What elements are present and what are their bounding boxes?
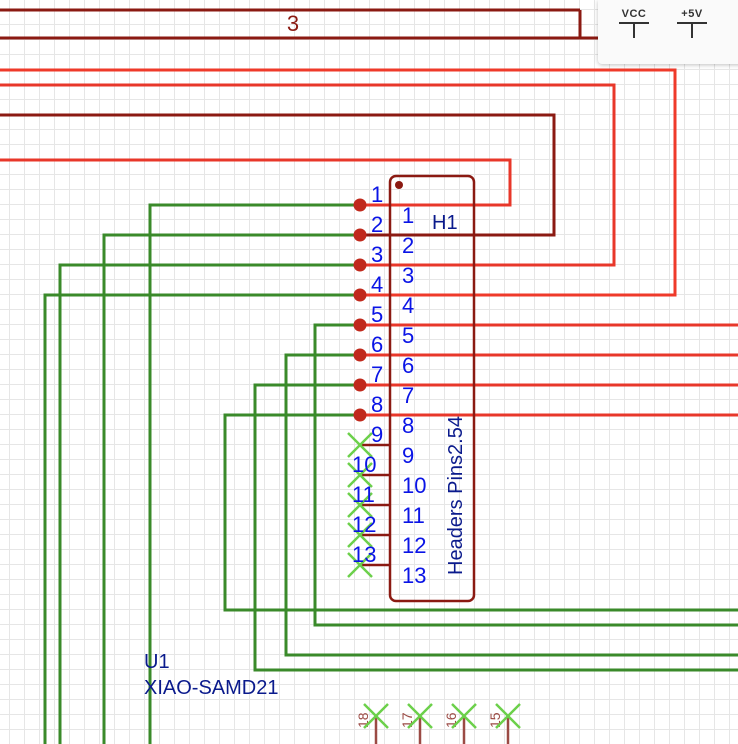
u1-pin-number: 18: [355, 712, 371, 728]
5v-power-symbol[interactable]: +5V: [672, 8, 712, 38]
pin-label-inner: 10: [402, 473, 426, 498]
no-connect-stroke: [407, 703, 433, 729]
green-wire-pin6[interactable]: [284, 353, 738, 657]
no-connect-stroke: [363, 703, 389, 729]
no-connect-icon: [347, 492, 373, 518]
u1-pin-number: 17: [399, 712, 415, 728]
5v-stem: [691, 24, 693, 38]
pin-label-inner: 6: [402, 353, 414, 378]
pin-label-inner: 1: [402, 203, 414, 228]
pin-number-outer: 6: [371, 332, 383, 357]
pin-label-inner: 11: [402, 503, 425, 528]
pin-number-outer: 12: [352, 512, 376, 537]
vcc-power-symbol[interactable]: VCC: [614, 8, 654, 38]
green-wire-pin4[interactable]: [43, 293, 360, 744]
no-connect-icon: [451, 703, 477, 729]
pin-number-outer: 10: [352, 452, 376, 477]
green-wire-pin8[interactable]: [223, 413, 738, 612]
no-connect-icon: [363, 703, 389, 729]
pin-number-outer: 9: [371, 422, 383, 447]
net-wire-pin3[interactable]: [0, 83, 616, 267]
net-wire-pin4[interactable]: [0, 68, 677, 297]
junction-dot: [353, 318, 367, 332]
pin-number-outer: 11: [352, 482, 375, 507]
no-connect-icon: [407, 703, 433, 729]
header-h1-body[interactable]: [388, 174, 476, 603]
no-connect-stroke: [347, 432, 373, 458]
pin-label-inner: 9: [402, 443, 414, 468]
no-connect-icon: [347, 462, 373, 488]
pin-label-inner: 7: [402, 383, 414, 408]
no-connect-icon: [495, 703, 521, 729]
pin-number-outer: 5: [371, 302, 383, 327]
junction-dot: [353, 228, 367, 242]
pin-label-inner: 2: [402, 233, 414, 258]
no-connect-stroke: [347, 552, 373, 578]
5v-power-symbol-icon: [677, 22, 707, 24]
5v-label: +5V: [681, 8, 703, 20]
u1-designator: U1: [144, 651, 170, 673]
pin-number-outer: 7: [371, 362, 383, 387]
no-connect-icon: [347, 432, 373, 458]
header-value: Headers Pins2.54: [445, 416, 467, 575]
junction-dot: [353, 288, 367, 302]
pin-number-outer: 8: [371, 392, 383, 417]
u1-value: XIAO-SAMD21: [144, 677, 278, 699]
no-connect-stroke: [347, 462, 373, 488]
bus-label: 3: [287, 11, 299, 36]
junction-dot: [353, 348, 367, 362]
junction-dot: [353, 408, 367, 422]
vcc-power-symbol-icon: [619, 22, 649, 24]
pin-number-outer: 3: [371, 242, 383, 267]
pin1-marker-icon: [395, 181, 403, 189]
no-connect-icon: [347, 522, 373, 548]
power-symbols-panel: VCC +5V: [598, 0, 738, 64]
no-connect-icon: [347, 552, 373, 578]
green-wire-pin2[interactable]: [102, 233, 360, 744]
u1-pin-number: 15: [487, 712, 503, 728]
green-wire-pin5[interactable]: [313, 323, 738, 627]
vcc-label: VCC: [621, 8, 647, 20]
vcc-stem: [633, 24, 635, 38]
no-connect-stroke: [347, 522, 373, 548]
u1-pin-number: 16: [443, 712, 459, 728]
pin-label-inner: 5: [402, 323, 414, 348]
net-wire-pin2[interactable]: [0, 113, 556, 237]
net-wire-pin1[interactable]: [0, 158, 512, 207]
green-wire-pin1[interactable]: [148, 203, 360, 744]
pin-label-inner: 12: [402, 533, 426, 558]
green-wire-pin7[interactable]: [253, 383, 738, 672]
pin-number-outer: 2: [371, 212, 383, 237]
pin-number-outer: 4: [371, 272, 383, 297]
no-connect-stroke: [347, 492, 373, 518]
pin-label-inner: 4: [402, 293, 414, 318]
junction-dot: [353, 258, 367, 272]
pin-number-outer: 1: [371, 182, 383, 207]
no-connect-stroke: [495, 703, 521, 729]
no-connect-stroke: [451, 703, 477, 729]
green-wire-pin3[interactable]: [58, 263, 360, 744]
junction-dot: [353, 378, 367, 392]
junction-dot: [353, 198, 367, 212]
pin-label-inner: 13: [402, 563, 426, 588]
pin-label-inner: 3: [402, 263, 414, 288]
pin-label-inner: 8: [402, 413, 414, 438]
pin-number-outer: 13: [352, 542, 376, 567]
header-designator: H1: [432, 212, 458, 234]
